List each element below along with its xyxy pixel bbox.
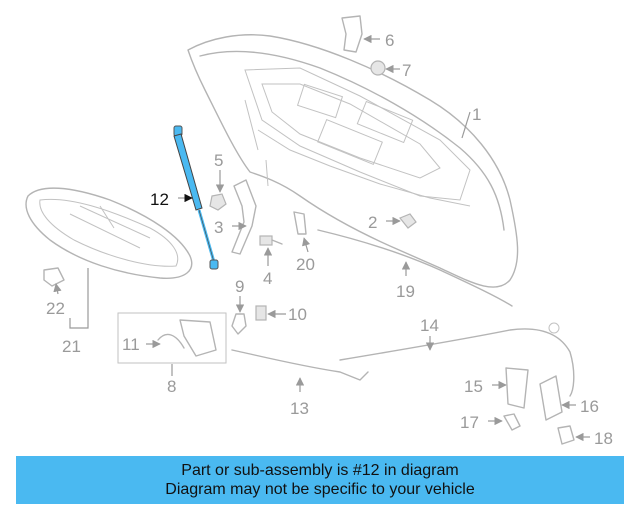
retainer-clip: [370, 60, 386, 76]
hood-lift-support-strut: [173, 125, 219, 270]
callout-8: 8: [167, 377, 176, 396]
callout-3: 3: [214, 218, 223, 237]
callout-7: 7: [402, 61, 411, 80]
release-cable-end: [157, 319, 217, 357]
hood-panel: [187, 34, 519, 288]
hood-hinge-bracket: [231, 179, 257, 255]
callout-19: 19: [396, 282, 415, 301]
callout-11: 11: [122, 335, 140, 354]
callout-2: 2: [368, 213, 377, 232]
callout-12: 12: [150, 190, 169, 209]
callout-16: 16: [580, 397, 599, 416]
banner-line-part: Part or sub-assembly is #12 in diagram: [181, 462, 459, 479]
fastener: [557, 425, 575, 445]
part-info-banner: Part or sub-assembly is #12 in diagram D…: [16, 456, 624, 504]
callout-13: 13: [290, 399, 309, 418]
release-handle: [505, 367, 529, 409]
latch-bolt: [503, 413, 521, 431]
push-clip: [231, 313, 247, 335]
hood-bumper: [399, 213, 417, 229]
callout-14: 14: [420, 316, 439, 335]
hood-striker: [341, 15, 363, 53]
banner-line-disclaimer: Diagram may not be specific to your vehi…: [165, 481, 475, 498]
release-cable-long: [339, 328, 575, 397]
callout-10: 10: [288, 305, 307, 324]
callout-20: 20: [296, 255, 315, 274]
callout-9: 9: [235, 277, 244, 296]
bolt: [259, 235, 283, 246]
nut: [255, 305, 267, 321]
release-cable: [231, 349, 369, 381]
callout-4: 4: [263, 269, 272, 288]
clip: [293, 211, 307, 235]
callout-5: 5: [214, 151, 223, 170]
callout-21: 21: [62, 337, 81, 356]
bump-stop: [209, 193, 227, 211]
leader-lines: [53, 34, 590, 442]
parts-diagram: 1 2 3 4 5 6 7 8 9 10 11 12 13 14 15 16 1…: [25, 15, 613, 448]
callout-22: 22: [46, 299, 65, 318]
callout-18: 18: [594, 429, 613, 448]
hood-insulator: [25, 187, 193, 279]
hood-latch: [539, 375, 563, 421]
callout-17: 17: [460, 413, 479, 432]
callout-15: 15: [464, 377, 483, 396]
retainer: [43, 267, 65, 287]
callout-1: 1: [472, 105, 481, 124]
hood-seal: [317, 229, 513, 307]
latch-assembly-box: [117, 312, 227, 364]
callout-6: 6: [385, 31, 394, 50]
